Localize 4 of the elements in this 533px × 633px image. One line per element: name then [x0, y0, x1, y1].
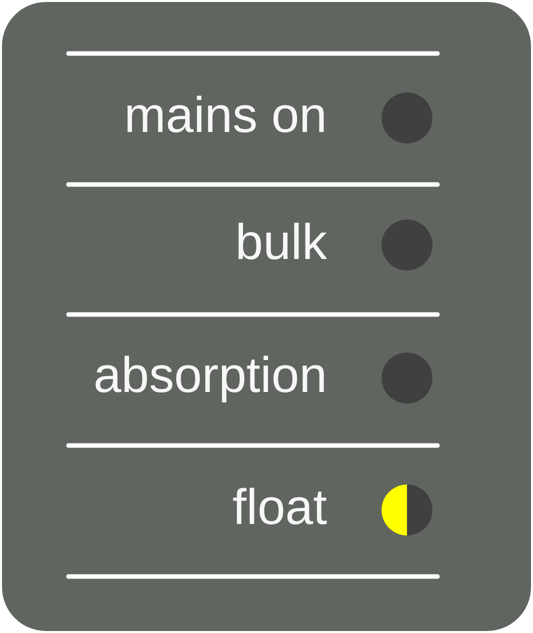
indicator-label: absorption [94, 350, 327, 400]
indicator-label: mains on [124, 90, 327, 140]
indicator-label: bulk [235, 217, 327, 267]
indicator-label: float [232, 482, 327, 532]
